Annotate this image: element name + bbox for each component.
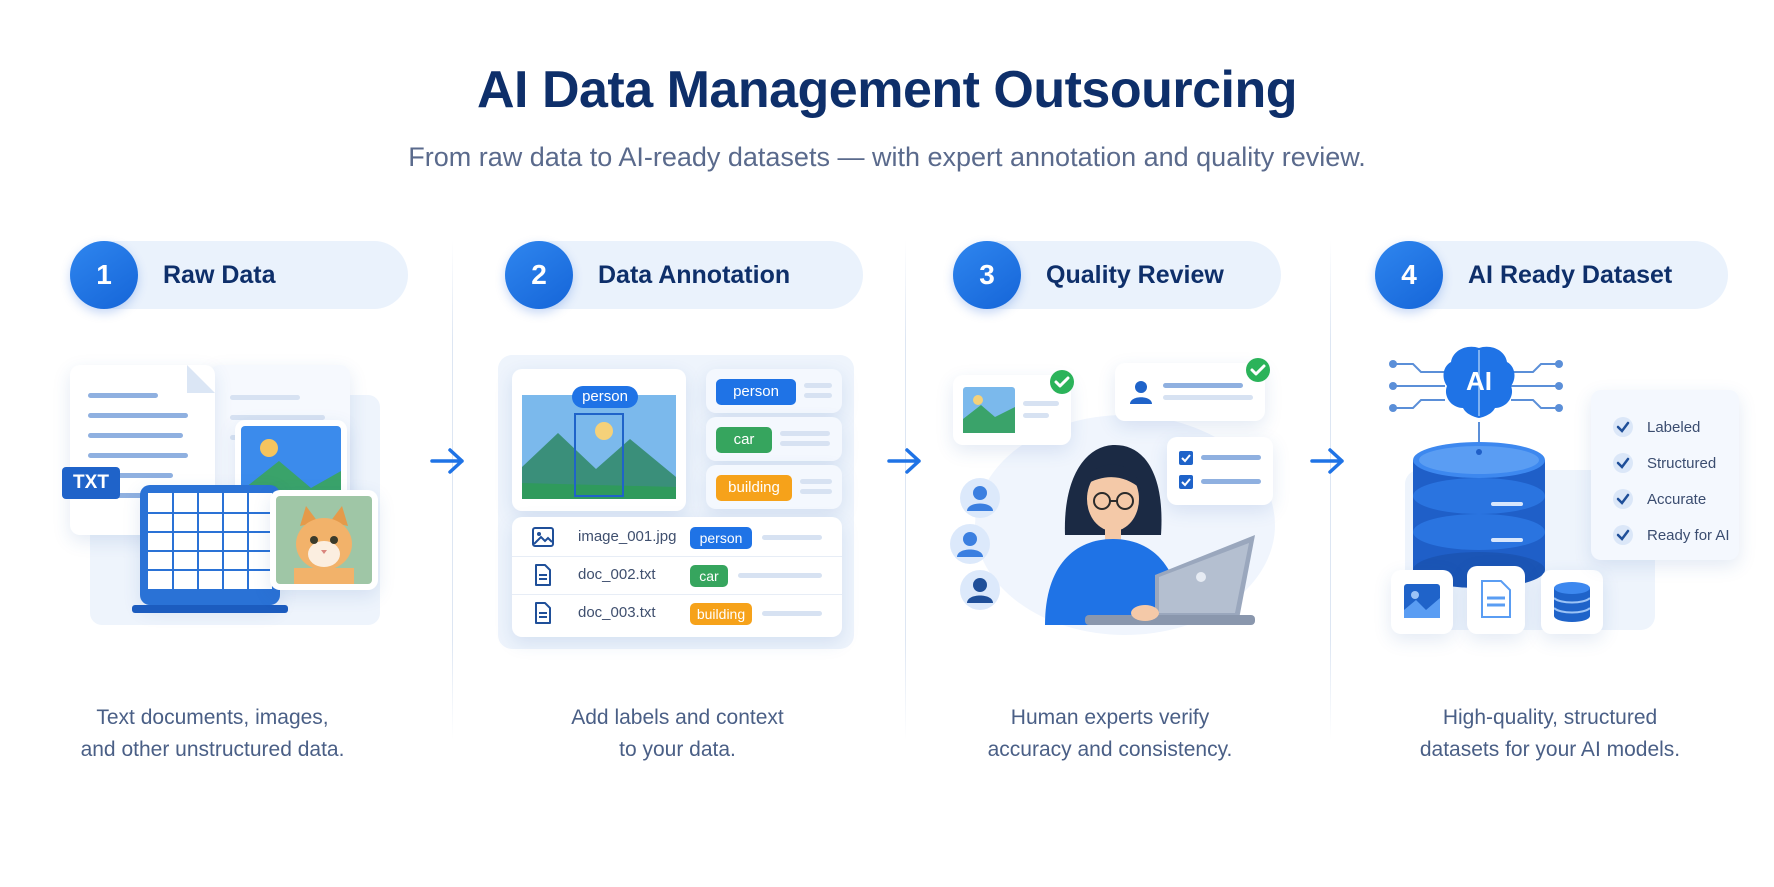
checklist-item: Structured xyxy=(1613,448,1716,478)
checklist-item: Labeled xyxy=(1613,412,1700,442)
tag-card: car xyxy=(706,417,842,461)
step-title: Data Annotation xyxy=(598,261,791,289)
checklist-card xyxy=(1167,437,1273,505)
bounding-box xyxy=(574,413,624,497)
image-file-tile xyxy=(1391,570,1453,634)
document-file-icon xyxy=(535,564,551,586)
cat-photo-icon xyxy=(270,490,378,590)
step-title: Raw Data xyxy=(163,261,276,289)
step-4-header: 4 AI Ready Dataset xyxy=(1375,241,1728,309)
file-tag: person xyxy=(690,527,752,549)
image-file-icon xyxy=(532,527,554,547)
step-2-caption: Add labels and context to your data. xyxy=(505,702,850,766)
label-tag: building xyxy=(716,475,792,501)
check-circle-icon xyxy=(1050,370,1074,394)
step-title: AI Ready Dataset xyxy=(1468,261,1673,289)
bounding-box-label: person xyxy=(572,386,638,408)
step-title: Quality Review xyxy=(1046,261,1224,289)
step-1-header: 1 Raw Data xyxy=(70,241,408,309)
caption-line: Add labels and context xyxy=(571,706,784,729)
step-number-badge: 1 xyxy=(70,241,138,309)
ai-brain-icon xyxy=(1443,346,1515,418)
column-divider xyxy=(452,240,453,740)
annotated-image: person xyxy=(512,369,686,511)
user-icon xyxy=(1130,381,1152,404)
step-number-badge: 2 xyxy=(505,241,573,309)
checklist-label: Labeled xyxy=(1647,418,1701,436)
caption-line: to your data. xyxy=(619,738,736,761)
check-icon xyxy=(1613,417,1633,437)
checklist-item: Ready for AI xyxy=(1613,520,1730,550)
checklist-label: Structured xyxy=(1647,454,1717,472)
file-name: image_001.jpg xyxy=(578,528,677,545)
dataset-quality-checklist: Labeled Structured Accurate Ready for AI xyxy=(1591,390,1739,560)
caption-line: and other unstructured data. xyxy=(80,738,345,761)
arrow-right-icon xyxy=(430,448,464,474)
profile-card xyxy=(1115,363,1265,421)
checkbox-icon xyxy=(1179,451,1193,465)
tag-card: building xyxy=(706,465,842,509)
checklist-label: Ready for AI xyxy=(1647,526,1730,544)
step-3-header: 3 Quality Review xyxy=(953,241,1281,309)
checklist-item: Accurate xyxy=(1613,484,1706,514)
caption-line: accuracy and consistency. xyxy=(987,738,1233,761)
step-3-caption: Human experts verify accuracy and consis… xyxy=(935,702,1285,766)
file-tag: car xyxy=(690,565,728,587)
caption-line: Human experts verify xyxy=(1010,706,1210,729)
image-icon xyxy=(1404,584,1440,618)
file-name: doc_003.txt xyxy=(578,604,656,621)
page-title: AI Data Management Outsourcing xyxy=(477,61,1298,119)
ai-badge: AI xyxy=(1466,366,1492,396)
step-2-header: 2 Data Annotation xyxy=(505,241,863,309)
column-divider xyxy=(1330,240,1331,740)
caption-line: High-quality, structured xyxy=(1442,706,1658,729)
file-tag: building xyxy=(690,603,752,625)
checkbox-icon xyxy=(1179,475,1193,489)
step-number-badge: 4 xyxy=(1375,241,1443,309)
txt-file-badge: TXT xyxy=(62,467,120,499)
dataset-illustration: AI Labeled xyxy=(1385,340,1745,640)
caption-line: datasets for your AI models. xyxy=(1419,738,1681,761)
list-item: doc_003.txt building xyxy=(512,595,842,633)
arrow-right-icon xyxy=(887,448,921,474)
file-name: doc_002.txt xyxy=(578,566,656,583)
list-item: doc_002.txt car xyxy=(512,557,842,595)
reviewer-person-illustration xyxy=(1045,445,1255,625)
check-icon xyxy=(1613,525,1633,545)
checklist-label: Accurate xyxy=(1647,490,1707,508)
check-icon xyxy=(1613,489,1633,509)
tag-card: person xyxy=(706,369,842,413)
reviewer-avatar-icon xyxy=(960,570,1000,610)
reviewer-avatar-icon xyxy=(960,478,1000,518)
document-file-icon xyxy=(1481,580,1511,618)
step-4-caption: High-quality, structured datasets for yo… xyxy=(1375,702,1725,766)
arrow-right-icon xyxy=(1310,448,1344,474)
spreadsheet-icon xyxy=(140,485,280,605)
check-circle-icon xyxy=(1246,358,1270,382)
step-number-badge: 3 xyxy=(953,241,1021,309)
label-tag: person xyxy=(716,379,796,405)
list-item: image_001.jpg person xyxy=(512,519,842,557)
database-small-icon xyxy=(1554,582,1590,622)
reviewer-avatar-icon xyxy=(950,524,990,564)
document-file-icon xyxy=(535,602,551,624)
annotation-illustration: person person car building image_001.jpg… xyxy=(498,355,854,649)
column-divider xyxy=(905,240,906,740)
quality-review-illustration xyxy=(945,355,1290,645)
database-file-tile xyxy=(1541,570,1603,634)
check-icon xyxy=(1613,453,1633,473)
file-list: image_001.jpg person doc_002.txt car doc… xyxy=(512,517,842,637)
page-subtitle: From raw data to AI-ready datasets — wit… xyxy=(408,142,1366,172)
step-1-caption: Text documents, images, and other unstru… xyxy=(40,702,385,766)
document-file-tile xyxy=(1467,566,1525,634)
raw-data-illustration: TXT xyxy=(50,355,390,635)
circuit-lines xyxy=(1389,360,1563,412)
caption-line: Text documents, images, xyxy=(96,706,329,729)
label-tag: car xyxy=(716,427,772,453)
